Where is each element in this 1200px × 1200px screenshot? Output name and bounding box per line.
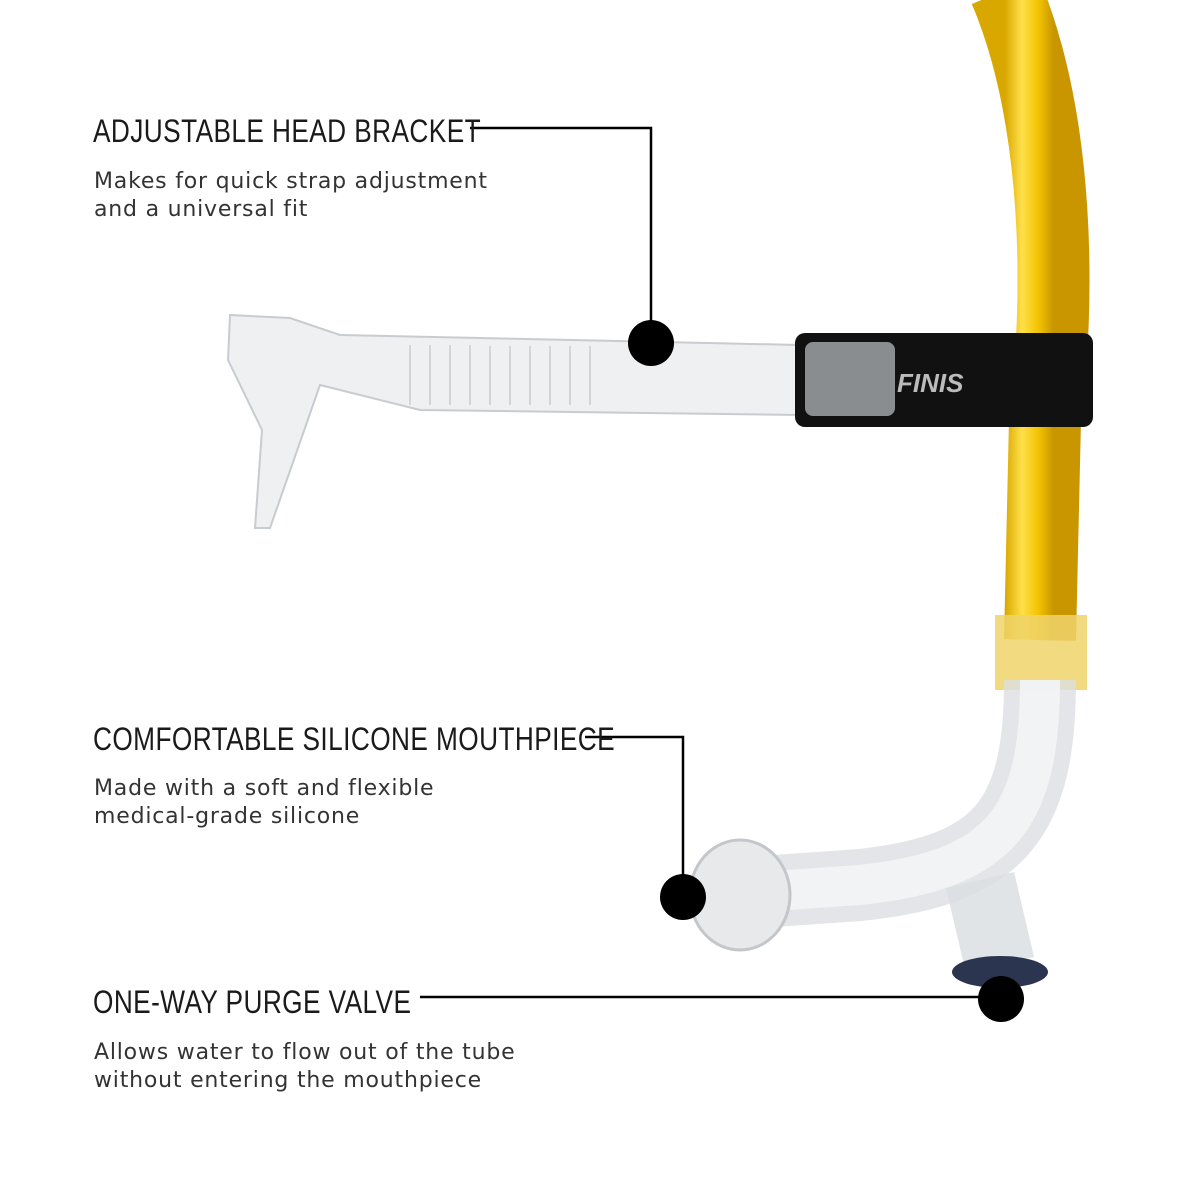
snorkel-tube <box>971 0 1090 641</box>
head-strap <box>226 313 801 529</box>
purge-valve <box>952 956 1048 988</box>
desc-line: medical-grade silicone <box>94 804 361 829</box>
valve-stem <box>945 871 1035 974</box>
callout-title-head-bracket: ADJUSTABLE HEAD BRACKET <box>93 113 482 149</box>
callout-desc-head-bracket: Makes for quick strap adjustment and a u… <box>94 168 488 224</box>
callout-line-2 <box>585 735 685 897</box>
desc-line: and a universal fit <box>94 197 309 222</box>
desc-line: Made with a soft and flexible <box>94 776 435 801</box>
callout-desc-mouthpiece: Made with a soft and flexible medical-gr… <box>94 775 434 831</box>
callout-title-mouthpiece: COMFORTABLE SILICONE MOUTHPIECE <box>93 721 616 757</box>
desc-line: Makes for quick strap adjustment <box>94 169 488 194</box>
callout-dot-3 <box>978 976 1024 1022</box>
callout-dot-2 <box>660 874 706 920</box>
desc-line: Allows water to flow out of the tube <box>94 1040 516 1065</box>
buckle <box>805 342 895 416</box>
callout-line-1 <box>470 126 653 343</box>
callout-title-purge-valve: ONE-WAY PURGE VALVE <box>93 984 412 1020</box>
brand-logo: FINIS <box>897 368 964 398</box>
callout-desc-purge-valve: Allows water to flow out of the tube wit… <box>94 1039 515 1095</box>
desc-line: without entering the mouthpiece <box>94 1068 482 1093</box>
callout-dot-1 <box>628 320 674 366</box>
tube-connector <box>995 615 1087 690</box>
